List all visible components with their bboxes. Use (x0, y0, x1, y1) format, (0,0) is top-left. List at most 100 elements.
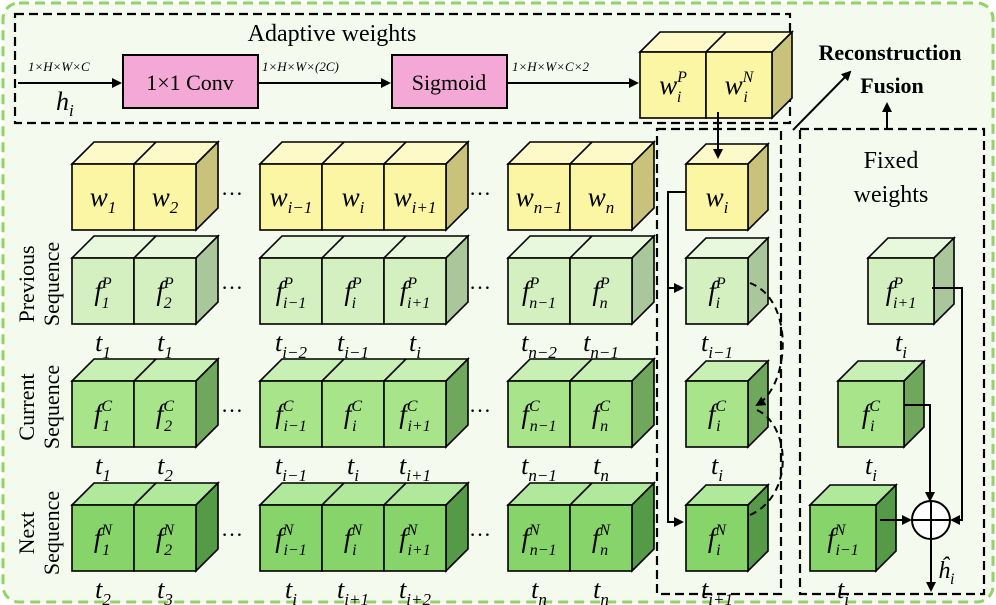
row3-run-b-cube-0 (259, 504, 323, 572)
ellipsis-1-0: … (221, 269, 243, 294)
row1-run-a-time-1: t1 (157, 328, 173, 362)
ellipsis-1-1: … (469, 269, 491, 294)
row1-run-b-time-2: ti (409, 328, 421, 362)
row3-run-b-cube-1 (321, 504, 385, 572)
mid-0-cube-0 (685, 163, 749, 231)
row1-run-b-top (258, 235, 470, 259)
row0-run-b-cube-1 (321, 163, 385, 231)
mid-2-cube-0 (685, 380, 749, 448)
mid-2-time-0: ti (711, 451, 723, 485)
row3-run-c-cube-1 (569, 504, 633, 572)
row1-run-a-cube-1 (133, 257, 197, 325)
fixed-weights-title-2: weights (854, 182, 929, 208)
row2-run-a-cube-1 (133, 380, 197, 448)
row2-run-a-time-1: t2 (157, 451, 173, 485)
mid-1-cube-0 (685, 257, 749, 325)
row1-run-b-time-0: ti−2 (275, 328, 307, 362)
ellipsis-0-0: … (221, 175, 243, 200)
dim-in-label: 1×H×W×C (28, 59, 90, 74)
row3-run-b-time-1: ti+1 (337, 575, 369, 605)
row3-run-b-cube-2 (383, 504, 447, 572)
row0-run-a-label-0: w1 (90, 182, 117, 217)
row3-run-a-cube-1 (133, 504, 197, 572)
fixed-0-time-0: ti (895, 328, 907, 362)
row1-run-c-cube-1 (569, 257, 633, 325)
row1-run-c-time-0: tn−2 (521, 328, 557, 362)
row1-run-b-cube-0 (259, 257, 323, 325)
row3-run-a-time-0: t2 (95, 575, 111, 605)
row0-run-b-top (258, 141, 470, 165)
adaptive-cube-0 (639, 51, 707, 119)
row0-run-b-cube-2 (383, 163, 447, 231)
adaptive-weights-title: Adaptive weights (248, 21, 417, 47)
row1-run-c-cube-0 (507, 257, 571, 325)
svg-text:Sequence: Sequence (39, 491, 64, 575)
svg-text:Sequence: Sequence (39, 242, 64, 326)
row0-run-a-cube-1 (133, 163, 197, 231)
row0-run-c-cube-0 (507, 163, 571, 231)
row0-run-b-label-0: wi−1 (270, 182, 313, 217)
row2-run-b-time-1: ti (347, 451, 359, 485)
row2-run-b-time-0: ti−1 (275, 451, 307, 485)
mid-0-group: wi (684, 142, 770, 232)
row1-run-a-cube-0 (71, 257, 135, 325)
row2-run-c-time-1: tn (593, 451, 609, 485)
row1-run-c-time-1: tn−1 (583, 328, 619, 362)
row0-run-a-cube-0 (71, 163, 135, 231)
row3-run-b-time-2: ti+2 (399, 575, 431, 605)
mid-3-cube-0 (685, 504, 749, 572)
row0-run-c-cube-1 (569, 163, 633, 231)
dim-out-label: 1×H×W×C×2 (512, 59, 589, 74)
row3-run-c-cube-0 (507, 504, 571, 572)
row1-run-b-cube-2 (383, 257, 447, 325)
ellipsis-3-1: … (469, 516, 491, 541)
row3-run-a-time-1: t3 (157, 575, 173, 605)
row1-run-b-time-1: ti−1 (337, 328, 369, 362)
row2-run-a-time-0: t1 (95, 451, 111, 485)
h-output-label: ĥi (938, 557, 954, 588)
conv-box (122, 54, 259, 109)
fixed-2-time-0: ti (837, 575, 849, 605)
ellipsis-2-1: … (469, 392, 491, 417)
ellipsis-0-1: … (469, 175, 491, 200)
row2-run-b-time-2: ti+1 (399, 451, 431, 485)
row0-run-b-label-1: wi (342, 182, 365, 217)
dim-mid-label: 1×H×W×(2C) (262, 59, 339, 74)
row-label-current: Current Sequence (14, 365, 64, 449)
row2-run-c-cube-0 (507, 380, 571, 448)
